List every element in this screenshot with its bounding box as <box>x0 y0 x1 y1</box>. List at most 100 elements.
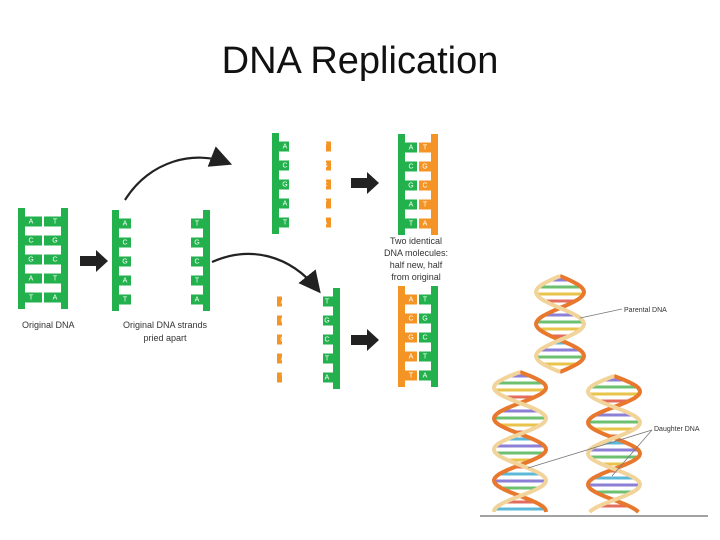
slide-title: DNA Replication <box>221 40 499 82</box>
base-letter: T <box>423 353 428 360</box>
base-block-right <box>44 273 61 284</box>
base-block-right <box>323 353 333 364</box>
helix-strand <box>491 370 549 513</box>
base-block-right <box>44 216 61 227</box>
backbone-right <box>431 286 438 387</box>
daughter-label-pointer <box>611 429 653 477</box>
base-block-left <box>119 294 131 305</box>
base-letter: G <box>322 162 327 169</box>
base-letter: A <box>123 277 128 284</box>
base-block-right <box>326 179 331 190</box>
base-block-left <box>25 254 42 265</box>
base-letter: G <box>52 237 57 244</box>
double-helix-illustration <box>491 274 643 514</box>
backbone-left <box>272 133 279 234</box>
base-block-right <box>191 294 203 305</box>
base-letter: A <box>325 374 330 381</box>
base-letter: A <box>409 296 414 303</box>
daughter-dna-label: Daughter DNA <box>654 426 700 433</box>
base-block-right <box>191 256 203 267</box>
base-letter: A <box>123 220 128 227</box>
base-block-right <box>323 372 333 383</box>
base-block-left <box>279 217 289 228</box>
base-letter: C <box>322 181 327 188</box>
base-block-left <box>277 334 282 345</box>
base-block-right <box>419 370 431 381</box>
base-letter: T <box>409 220 414 227</box>
backbone-right <box>203 210 210 311</box>
base-block-left <box>405 199 417 210</box>
base-block-right <box>419 199 431 210</box>
helix-strand <box>533 274 587 374</box>
base-block-left <box>405 351 417 362</box>
pried-apart-caption-line2: pried apart <box>143 333 187 343</box>
base-letter: T <box>195 220 200 227</box>
base-letter: C <box>422 334 427 341</box>
base-letter: C <box>282 162 287 169</box>
base-block-right <box>419 332 431 343</box>
base-letter: T <box>123 296 128 303</box>
base-block-left <box>405 332 417 343</box>
helix-strand <box>491 370 549 513</box>
base-letter: C <box>28 237 33 244</box>
base-block-right <box>419 180 431 191</box>
base-letter: G <box>282 181 287 188</box>
base-letter: G <box>422 163 427 170</box>
base-block-right <box>323 315 333 326</box>
base-block-left <box>25 216 42 227</box>
base-letter: T <box>423 296 428 303</box>
base-block-left <box>277 372 282 383</box>
parental-helix <box>533 274 587 374</box>
backbone-left <box>112 210 119 311</box>
base-letter: C <box>422 182 427 189</box>
base-block-left <box>279 179 289 190</box>
base-block-right <box>44 235 61 246</box>
base-letter: G <box>408 334 413 341</box>
base-block-right <box>419 351 431 362</box>
base-letter: A <box>283 200 288 207</box>
base-letter: A <box>423 372 428 379</box>
base-block-left <box>405 161 417 172</box>
base-block-right <box>323 334 333 345</box>
base-letter: T <box>323 200 328 207</box>
base-letter: A <box>409 201 414 208</box>
base-letter: T <box>325 298 330 305</box>
base-letter: G <box>324 317 329 324</box>
base-letter: A <box>281 298 286 305</box>
helix-strand <box>533 274 587 374</box>
backbone-left <box>18 208 25 309</box>
base-letter: G <box>194 239 199 246</box>
base-block-right <box>323 296 333 307</box>
curved-arrow-down-icon <box>211 252 321 294</box>
backbone-right <box>431 134 438 235</box>
base-block-left <box>405 370 417 381</box>
base-block-left <box>25 235 42 246</box>
block-arrow-icon <box>80 250 108 272</box>
base-letter: A <box>409 144 414 151</box>
result-caption-line4: from original <box>391 272 441 282</box>
daughter-helix-left <box>491 370 549 513</box>
base-block-left <box>119 218 131 229</box>
base-block-right <box>419 218 431 229</box>
base-letter: G <box>280 336 285 343</box>
pried-apart-caption-line1: Original DNA strands <box>123 320 208 330</box>
base-block-right <box>326 141 331 152</box>
daughter-label-pointer <box>527 429 653 469</box>
base-block-left <box>405 142 417 153</box>
base-block-right <box>44 292 61 303</box>
base-letter: C <box>122 239 127 246</box>
base-letter: A <box>53 294 58 301</box>
base-letter: T <box>53 275 58 282</box>
base-letter: C <box>280 317 285 324</box>
base-block-left <box>405 218 417 229</box>
base-letter: A <box>29 275 34 282</box>
base-letter: G <box>422 315 427 322</box>
base-block-left <box>279 198 289 209</box>
